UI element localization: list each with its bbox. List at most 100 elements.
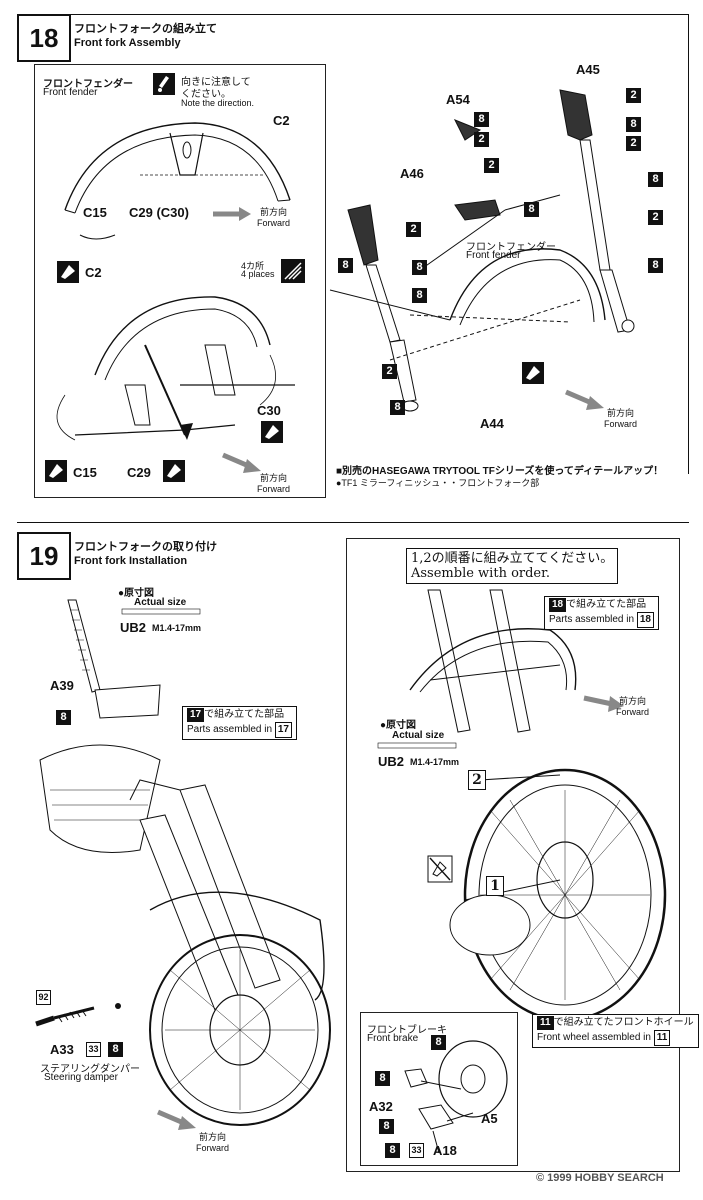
part-num-92: 92	[36, 990, 51, 1005]
ref-11-num: 11	[537, 1016, 554, 1030]
part-num-33: 33	[86, 1042, 101, 1057]
fender-right-en: Front fender	[466, 250, 521, 261]
brake-paint-8-a: 8	[431, 1035, 446, 1050]
step-18-title-en: Front fork Assembly	[74, 37, 181, 49]
part-a18: A18	[433, 1143, 457, 1158]
part-c2-mid: C2	[85, 265, 102, 280]
screw-ub2-r: UB2	[378, 754, 405, 769]
part-c2-top: C2	[273, 113, 290, 128]
screw-ub2: UB2	[120, 620, 147, 635]
ref-18-num-b: 18	[636, 612, 654, 628]
paint-2-c: 2	[474, 132, 489, 147]
ref-11-jp: で組み立てたフロントホイール	[553, 1017, 694, 1028]
fork-assembly-drawing	[329, 89, 635, 412]
step-18-title-jp: フロントフォークの組み立て	[74, 23, 217, 35]
glue-icon-c2	[57, 261, 79, 283]
paint-2-d: 2	[648, 210, 663, 225]
steering-damper	[35, 1003, 121, 1027]
part-a45: A45	[576, 62, 600, 77]
paint-2-e: 2	[484, 158, 499, 173]
damper-label-jp: ステアリングダンパー	[40, 1064, 140, 1075]
part-a5: A5	[481, 1111, 498, 1126]
paint-8-h: 8	[390, 400, 405, 415]
caution-icon	[153, 73, 175, 95]
glue-icon-c15	[45, 460, 67, 482]
fender-drawing-bottom	[56, 296, 295, 441]
brake-paint-8-b: 8	[375, 1071, 390, 1086]
note-direction-jp-1: 向きに注意して	[181, 77, 251, 88]
sanding-icon	[281, 259, 305, 283]
paint-2-b: 2	[626, 136, 641, 151]
paint-8-d: 8	[648, 258, 663, 273]
forward-arrow-4	[157, 1109, 196, 1130]
fender-label-en: Front fender	[43, 87, 98, 98]
step-19-number: 19	[17, 532, 71, 580]
ref-17-jp: で組み立てた部品	[204, 709, 285, 720]
paint-8-a39: 8	[56, 710, 71, 725]
part-c29-b: C29	[127, 465, 151, 480]
actual-size-en: Actual size	[134, 597, 187, 608]
tool-note-2: ●TF1 ミラーフィニッシュ・・フロントフォーク部	[336, 478, 540, 488]
part-a46: A46	[400, 166, 424, 181]
glue-icon-c29	[163, 460, 185, 482]
places-jp: 4カ所	[241, 261, 265, 271]
step-19-title-en: Front fork Installation	[74, 555, 188, 567]
ref-17-en: Parts assembled in	[187, 724, 273, 735]
steering-stem-drawing	[39, 599, 331, 1126]
actual-size-en-r: Actual size	[392, 730, 445, 741]
step-18-right-rule	[688, 14, 689, 474]
paint-8-e: 8	[524, 202, 539, 217]
step-19-title-jp: フロントフォークの取り付け	[74, 541, 217, 553]
paint-8-c: 8	[474, 112, 489, 127]
order-step-2: 2	[468, 770, 486, 790]
paint-8-g: 8	[412, 288, 427, 303]
forward-arrow-3	[565, 389, 604, 410]
ref-18-en: Parts assembled in	[549, 614, 635, 625]
actual-size-screw	[121, 608, 201, 615]
part-a33: A33	[50, 1042, 74, 1057]
step-18-number: 18	[17, 14, 71, 62]
no-glue-icon	[427, 855, 453, 883]
paint-8-damper: 8	[108, 1042, 123, 1057]
fender-label-jp: フロントフェンダー	[43, 79, 133, 90]
paint-8-i: 8	[412, 260, 427, 275]
order-note: 1,2の順番に組み立ててください。 Assemble with order.	[406, 548, 619, 584]
fender-right-jp: フロントフェンダー	[466, 242, 556, 253]
paint-2-g: 2	[382, 364, 397, 379]
fender-drawing-top	[64, 122, 291, 240]
fork-wheel-drawing	[409, 589, 667, 1022]
part-c15: C15	[83, 205, 107, 220]
part-a32: A32	[369, 1099, 393, 1114]
brake-part-33: 33	[409, 1143, 424, 1158]
ref-11-num-b: 11	[653, 1030, 671, 1046]
step-18-divider	[69, 14, 689, 15]
damper-label-en: Steering damper	[44, 1072, 118, 1083]
paint-2-a: 2	[626, 88, 641, 103]
glue-icon-fender-right	[522, 362, 544, 384]
paint-8-a: 8	[626, 117, 641, 132]
part-c15-b: C15	[73, 465, 97, 480]
ref-18-jp: で組み立てた部品	[566, 599, 647, 610]
part-a39: A39	[50, 678, 74, 693]
ref-18-num: 18	[549, 598, 567, 612]
forward-arrow-5	[583, 695, 624, 712]
note-direction-jp-2: ください。	[181, 89, 231, 100]
tool-note-1: ■別売のHASEGAWA TRYTOOL TFシリーズを使ってディテールアップ！	[336, 466, 664, 477]
ref-11-en: Front wheel assembled in	[537, 1032, 651, 1043]
brake-paint-8-c: 8	[379, 1119, 394, 1134]
brake-label-en: Front brake	[367, 1033, 419, 1044]
screw-ub2-spec-r: M1.4-17mm	[410, 757, 460, 767]
note-direction-en: Note the direction.	[181, 98, 255, 108]
forward-arrow-2	[222, 452, 261, 473]
order-step-1: 1	[486, 876, 504, 896]
actual-size-screw-r	[377, 742, 457, 749]
brake-drawing	[404, 1040, 508, 1154]
actual-size-jp: ●原寸図	[118, 588, 155, 599]
actual-size-jp-r: ●原寸図	[380, 720, 417, 731]
